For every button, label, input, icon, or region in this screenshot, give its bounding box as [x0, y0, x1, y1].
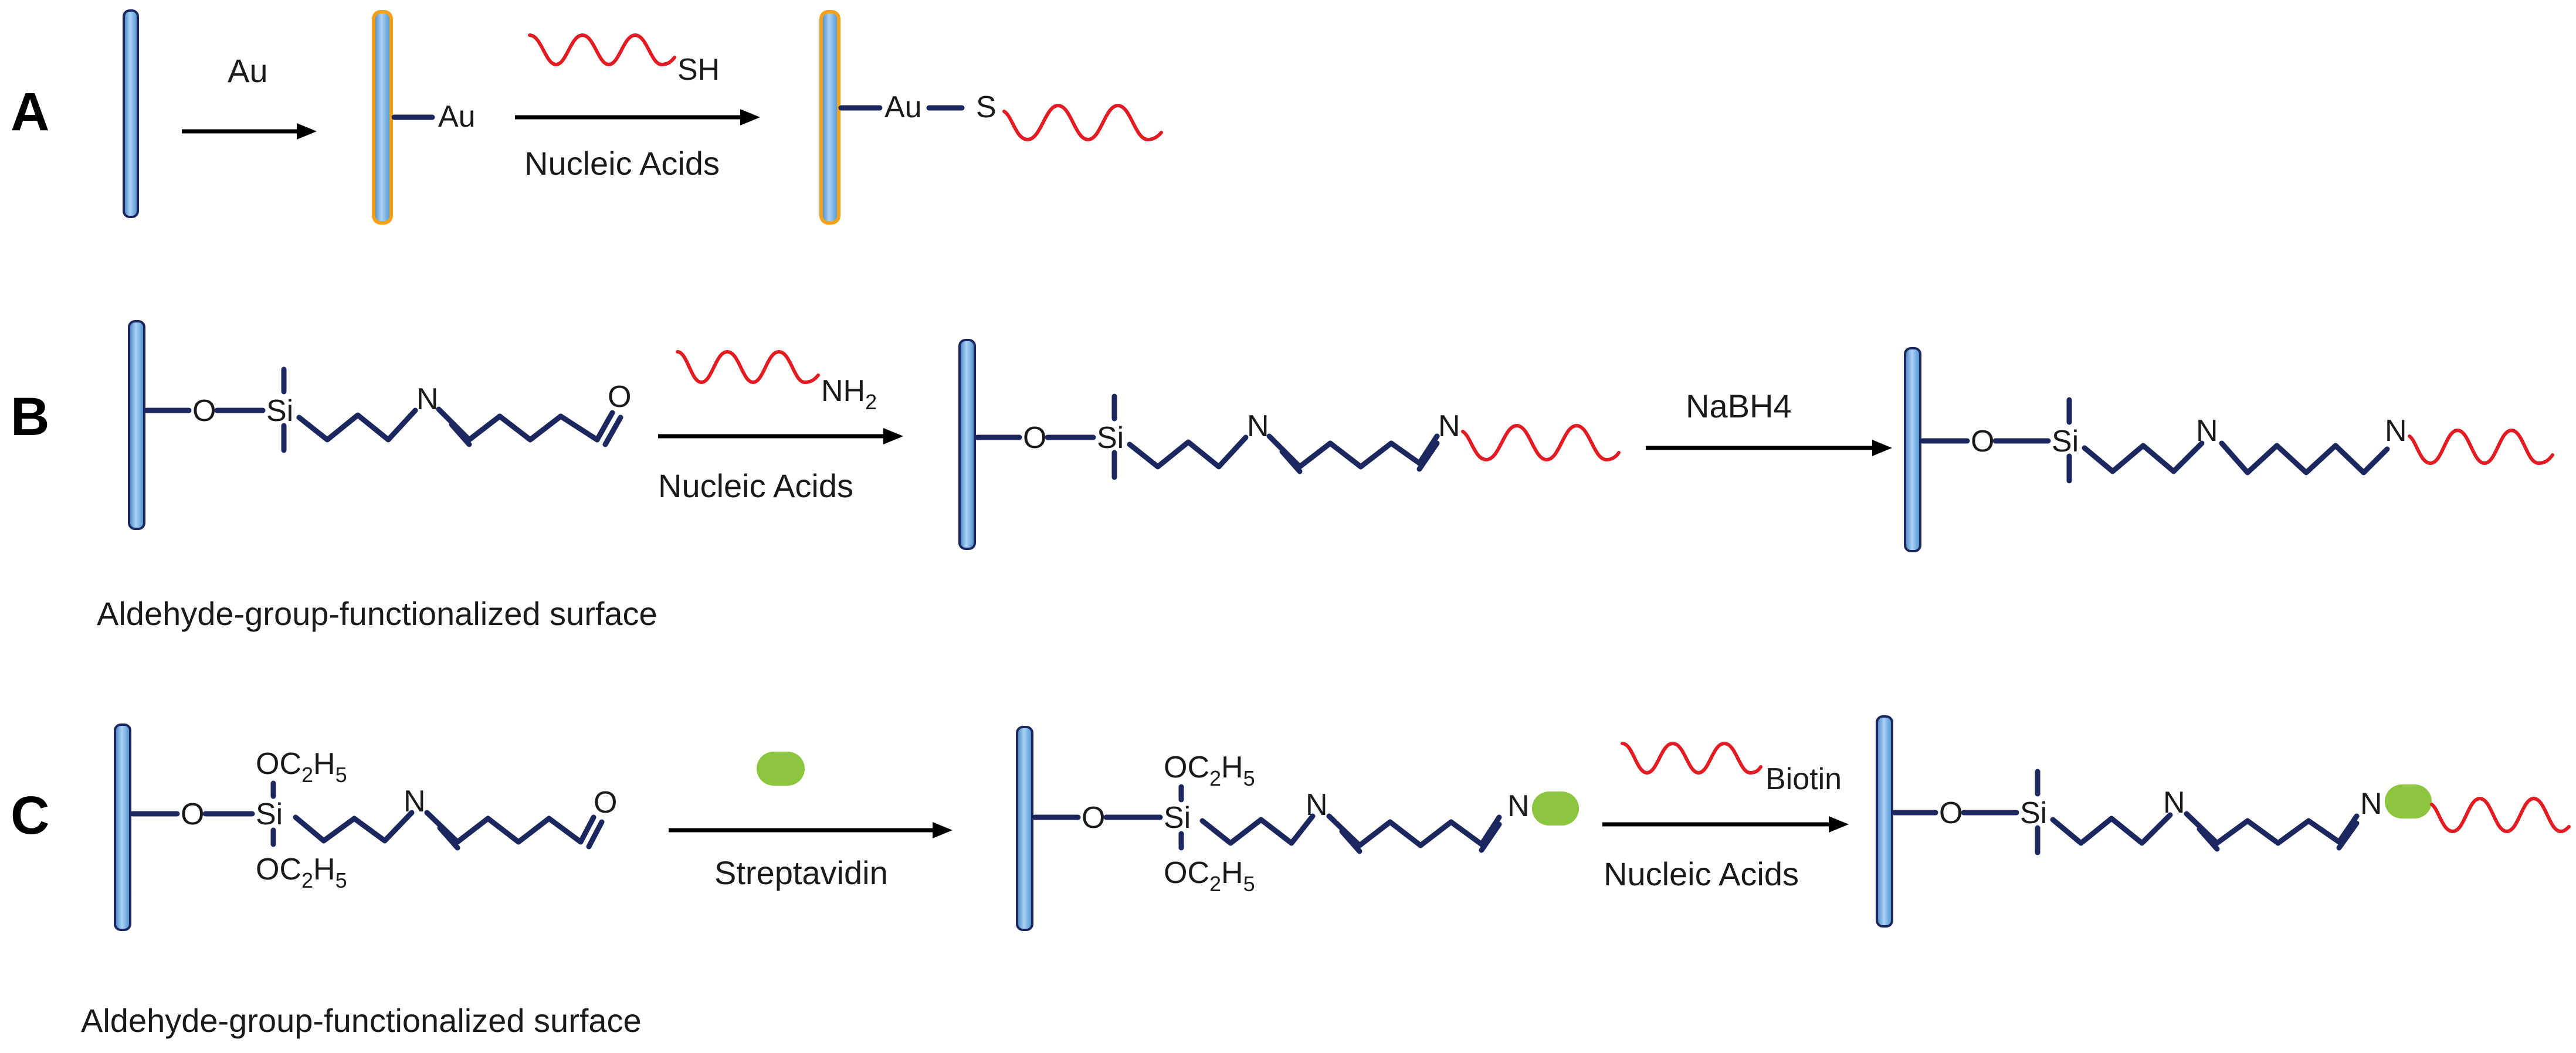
attached-strand-b2: [2408, 428, 2554, 466]
ethoxy-bottom-c2: OC2H5: [1164, 856, 1255, 896]
gold-label: Au: [438, 100, 476, 134]
ethoxy-top-c1: OC2H5: [256, 747, 347, 787]
final-streptavidin-icon: [2385, 784, 2432, 818]
arrow-gold-deposition: [182, 123, 317, 140]
propyl-chain-b1: [296, 407, 418, 443]
arrow-reduction: [1646, 440, 1892, 456]
reagent-au: Au: [228, 52, 268, 89]
silicon-b4: Si: [2052, 424, 2079, 458]
arrow-biotin-binding: [1602, 816, 1849, 833]
row-c: C O Si OC2H5 OC2H5 N O Streptavidin O Si: [11, 715, 2571, 1039]
silicon-c4: Si: [2020, 796, 2047, 830]
aldehyde-chain-b1: [436, 406, 600, 443]
reagent-nucleic-acids-c: Nucleic Acids: [1604, 855, 1799, 892]
aldehyde-oxygen-c: O: [594, 786, 617, 820]
row-a: A Au Au SH Nucleic Acids Au S: [11, 9, 1163, 225]
nitrogen-b2: N: [1247, 409, 1269, 443]
reagent-nucleic-acids-b: Nucleic Acids: [658, 467, 853, 504]
reagent-nucleic-acids-a: Nucleic Acids: [524, 145, 720, 182]
reagent-streptavidin: Streptavidin: [714, 854, 888, 891]
caption-b: Aldehyde-group-functionalized surface: [97, 595, 657, 632]
nitrogen-b5: N: [2385, 414, 2407, 448]
amine-group: NH2: [821, 374, 877, 414]
thiol-strand: [528, 33, 676, 67]
aldehyde-substrate: [128, 320, 145, 530]
streptavidin-icon: [757, 752, 805, 786]
arrow-thiol-coupling: [515, 109, 760, 125]
aldehyde-substrate-c: [114, 723, 131, 931]
row-c-letter: C: [11, 786, 49, 845]
streptavidin-substrate: [1016, 726, 1033, 931]
product-sulfur: S: [976, 90, 996, 124]
oxygen-c1: O: [181, 797, 204, 831]
silicon-c2: Si: [1164, 801, 1191, 835]
aldehyde-oxygen-b: O: [608, 380, 631, 414]
caption-c: Aldehyde-group-functionalized surface: [81, 1002, 642, 1039]
row-a-letter: A: [11, 82, 49, 142]
silicon-b2: Si: [1097, 421, 1124, 455]
silicon-c1: Si: [256, 797, 283, 831]
nitrogen-c4: N: [2163, 786, 2185, 820]
attached-strand-b1: [1461, 423, 1621, 462]
nitrogen-b1: N: [416, 382, 439, 416]
oxygen-b1: O: [192, 394, 216, 428]
gold-coated-substrate: [372, 10, 393, 225]
oxygen-b4: O: [1971, 424, 1994, 458]
final-substrate-c: [1876, 715, 1893, 928]
attached-strand-c: [2430, 796, 2571, 834]
amine-substrate: [1904, 347, 1921, 552]
nitrogen-b4: N: [2196, 414, 2218, 448]
oxygen-c4: O: [1939, 796, 1962, 830]
amino-strand: [676, 349, 820, 385]
oxygen-c2: O: [1082, 801, 1105, 835]
nitrogen-c3: N: [1507, 789, 1530, 823]
oxygen-b2: O: [1023, 421, 1046, 455]
biotinylated-strand: [1621, 741, 1762, 775]
product-au: Au: [884, 90, 922, 124]
imine-substrate: [958, 339, 976, 550]
biotin-label: Biotin: [1765, 762, 1842, 796]
ethoxy-top-c2: OC2H5: [1164, 750, 1255, 790]
nitrogen-c2: N: [1306, 788, 1328, 822]
nitrogen-c5: N: [2360, 787, 2382, 821]
row-b: B O Si N O NH2 Nucleic Acids O Si: [11, 320, 2554, 632]
bound-streptavidin-icon: [1532, 792, 1579, 826]
nitrogen-c1: N: [404, 784, 426, 818]
arrow-streptavidin-coupling: [669, 822, 953, 838]
silicon-b1: Si: [266, 394, 293, 428]
thiol-group: SH: [677, 53, 720, 87]
attached-strand-a: [1002, 103, 1163, 142]
ethoxy-bottom-c1: OC2H5: [256, 852, 347, 892]
nitrogen-b3: N: [1438, 409, 1460, 443]
product-substrate-a: [819, 10, 840, 225]
reagent-nabh4: NaBH4: [1686, 388, 1792, 424]
bare-substrate: [123, 9, 139, 218]
row-b-letter: B: [11, 387, 49, 447]
arrow-schiff-base: [658, 428, 903, 444]
